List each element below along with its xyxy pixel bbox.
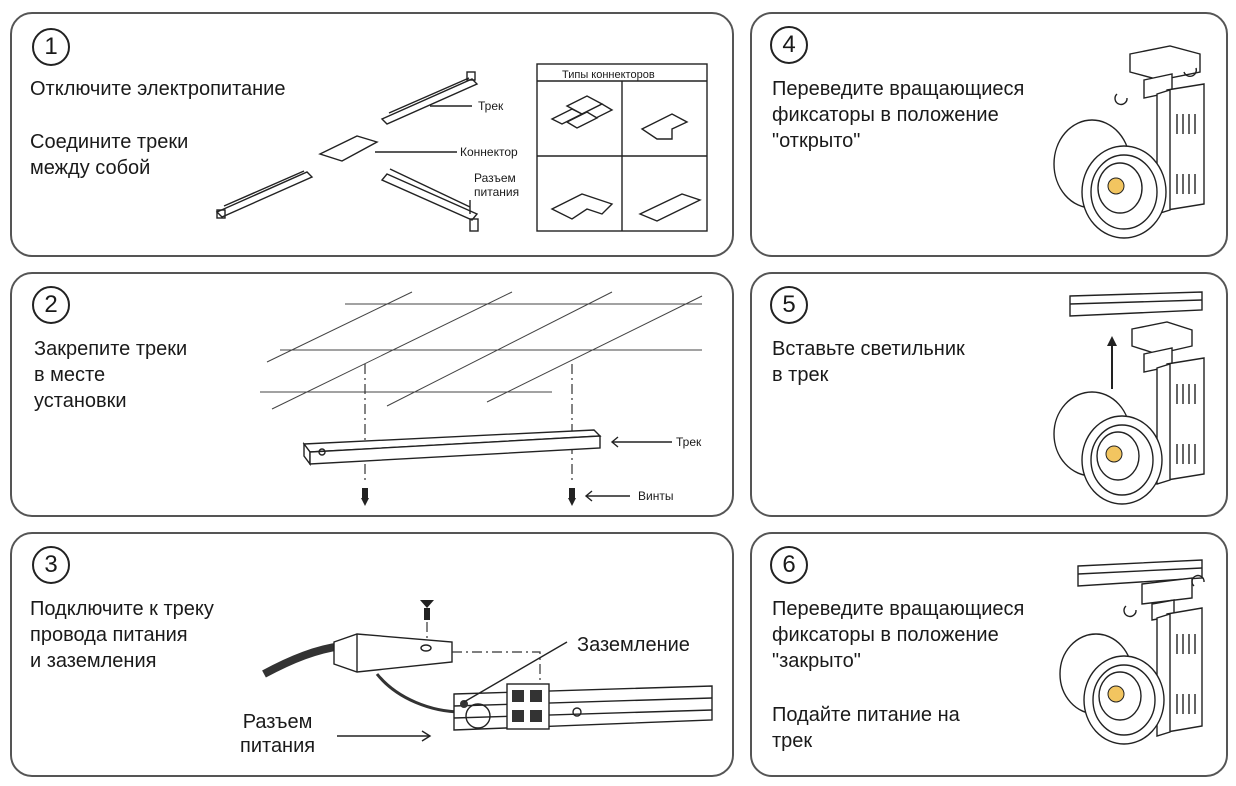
spotlight-insert-illustration (1053, 291, 1205, 505)
step-text: Переведите вращающиеся фиксаторы в полож… (772, 598, 1025, 672)
label-connector: Коннектор (460, 145, 518, 159)
step-2-panel: 2 Закрепите треки в месте установки (10, 272, 734, 517)
label-track: Трек (478, 99, 504, 113)
step-text: Подключите к треку провода питания и заз… (30, 598, 214, 672)
step-number: 6 (770, 546, 808, 584)
step-number: 3 (32, 546, 70, 584)
step-3-panel: 3 Подключите к треку провода питания и з… (10, 532, 734, 777)
step-number: 2 (32, 286, 70, 324)
step-text: Переведите вращающиеся фиксаторы в полож… (772, 78, 1025, 152)
label-ground: Заземление (577, 634, 690, 656)
step-text: Отключите электропитание (30, 78, 286, 100)
step-text-2: Соедините треки между собой (30, 131, 189, 179)
step-6-panel: 6 Переведите вращающиеся фиксаторы в пол… (750, 532, 1228, 777)
step-text: Закрепите треки в месте установки (34, 338, 188, 412)
connector-types-title: Типы коннекторов (562, 69, 655, 81)
step-text-2: Подайте питание на трек (772, 704, 960, 752)
step-5-panel: 5 Вставьте светильник в трек (750, 272, 1228, 517)
step-text: Вставьте светильник в трек (772, 338, 965, 386)
wiring-illustration (262, 600, 713, 742)
label-power-connector: Разъем питания (240, 711, 316, 757)
spotlight-closed-illustration (1059, 559, 1205, 745)
label-screws: Винты (638, 489, 674, 503)
step-1-panel: 1 Отключите электропитание Соедините тре… (10, 12, 734, 257)
ceiling-mount-illustration (260, 291, 703, 506)
step-number: 1 (32, 28, 70, 66)
step-number: 5 (770, 286, 808, 324)
step-number: 4 (770, 26, 808, 64)
label-power-connector: Разъем питания (474, 171, 520, 199)
step-4-panel: 4 Переведите вращающиеся фиксаторы в пол… (750, 12, 1228, 257)
track-connection-illustration (215, 63, 708, 232)
label-track: Трек (676, 435, 702, 449)
spotlight-open-illustration (1053, 45, 1205, 239)
